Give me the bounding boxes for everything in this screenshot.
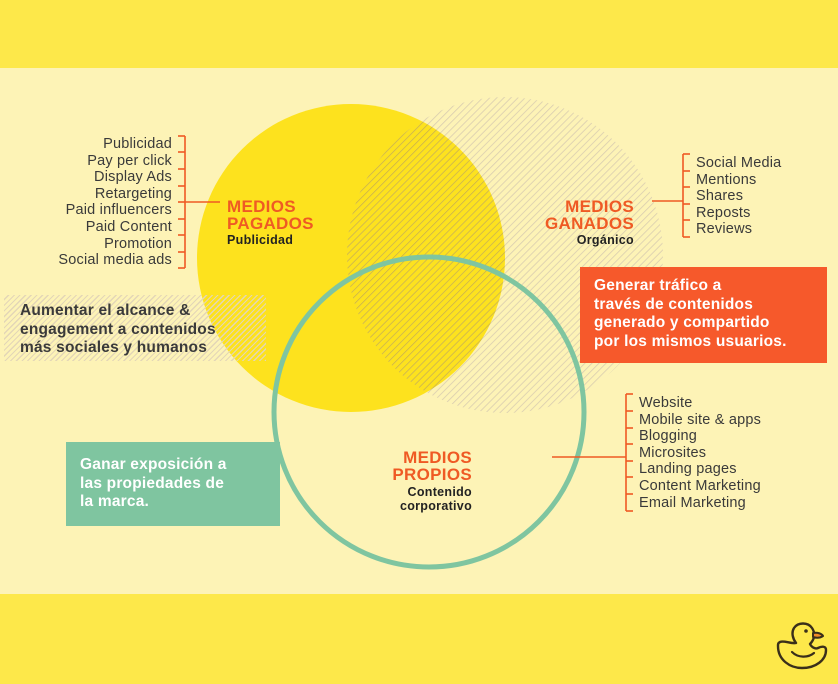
owned-media-circle [271, 254, 587, 570]
rubber-duck-icon [776, 622, 828, 670]
paid-items-bracket [178, 135, 220, 269]
list-item: Reposts [696, 204, 751, 221]
list-item: Content Marketing [639, 477, 761, 494]
paid-media-note: Aumentar el alcance & engagement a conte… [4, 295, 266, 361]
note-line: más sociales y humanos [20, 339, 208, 356]
list-item: Publicidad [103, 136, 172, 152]
owned-media-title: MEDIOS PROPIOS Contenido corporativo [364, 449, 472, 513]
title-line: MEDIOS [227, 197, 296, 216]
owned-media-list: Website Mobile site & apps Blogging Micr… [639, 395, 761, 511]
list-item: Landing pages [639, 461, 737, 478]
list-item: Website [639, 395, 693, 411]
list-item: Reviews [696, 221, 753, 238]
paid-media-subtitle: Publicidad [227, 233, 294, 247]
list-item: Social Media [696, 155, 782, 171]
list-item: Microsites [639, 444, 707, 461]
list-item: Promotion [104, 235, 172, 252]
earned-media-title: MEDIOS GANADOS Orgánico [520, 198, 634, 247]
list-item: Display Ads [94, 169, 172, 186]
note-line: las propiedades de [80, 474, 225, 492]
earned-media-subtitle: Orgánico [576, 233, 634, 247]
earned-media-note: Generar tráfico a través de contenidos g… [580, 267, 827, 363]
note-line: Ganar exposición a [80, 456, 227, 473]
title-line: MEDIOS [403, 448, 472, 467]
title-line: MEDIOS [565, 197, 634, 216]
note-line: Aumentar el alcance & [20, 302, 191, 319]
list-item: Email Marketing [639, 494, 746, 511]
owned-items-bracket [552, 393, 633, 512]
list-item: Mentions [696, 171, 757, 188]
owned-media-subtitle: Contenido corporativo [364, 485, 472, 513]
note-line: por los mismos usuarios. [594, 332, 787, 350]
note-line: generado y compartido [594, 314, 770, 331]
list-item: Blogging [639, 428, 698, 445]
paid-media-title: MEDIOS PAGADOS Publicidad [227, 198, 314, 247]
note-line: través de contenidos [594, 295, 754, 313]
note-line: Generar tráfico a [594, 277, 722, 294]
earned-media-list: Social Media Mentions Shares Reposts Rev… [696, 155, 781, 238]
title-line: PAGADOS [227, 214, 314, 233]
bottom-band [0, 594, 838, 684]
note-line: engagement a contenidos [20, 320, 216, 338]
title-line: PROPIOS [392, 465, 472, 484]
subtitle-line: Contenido [407, 485, 472, 499]
list-item: Paid Content [85, 218, 172, 235]
list-item: Shares [696, 188, 744, 205]
title-line: GANADOS [545, 214, 634, 233]
paid-earned-overlap [347, 104, 505, 412]
list-item: Social media ads [58, 252, 172, 269]
top-band [0, 0, 838, 68]
note-line: la marca. [80, 493, 150, 510]
earned-items-bracket [652, 153, 690, 238]
list-item: Mobile site & apps [639, 411, 762, 428]
list-item: Pay per click [87, 152, 172, 169]
list-item: Paid influencers [65, 202, 172, 219]
list-item: Retargeting [94, 185, 172, 202]
owned-media-note: Ganar exposición a las propiedades de la… [66, 442, 280, 526]
paid-media-list: Publicidad Pay per click Display Ads Ret… [40, 136, 172, 269]
subtitle-line: corporativo [399, 499, 472, 513]
